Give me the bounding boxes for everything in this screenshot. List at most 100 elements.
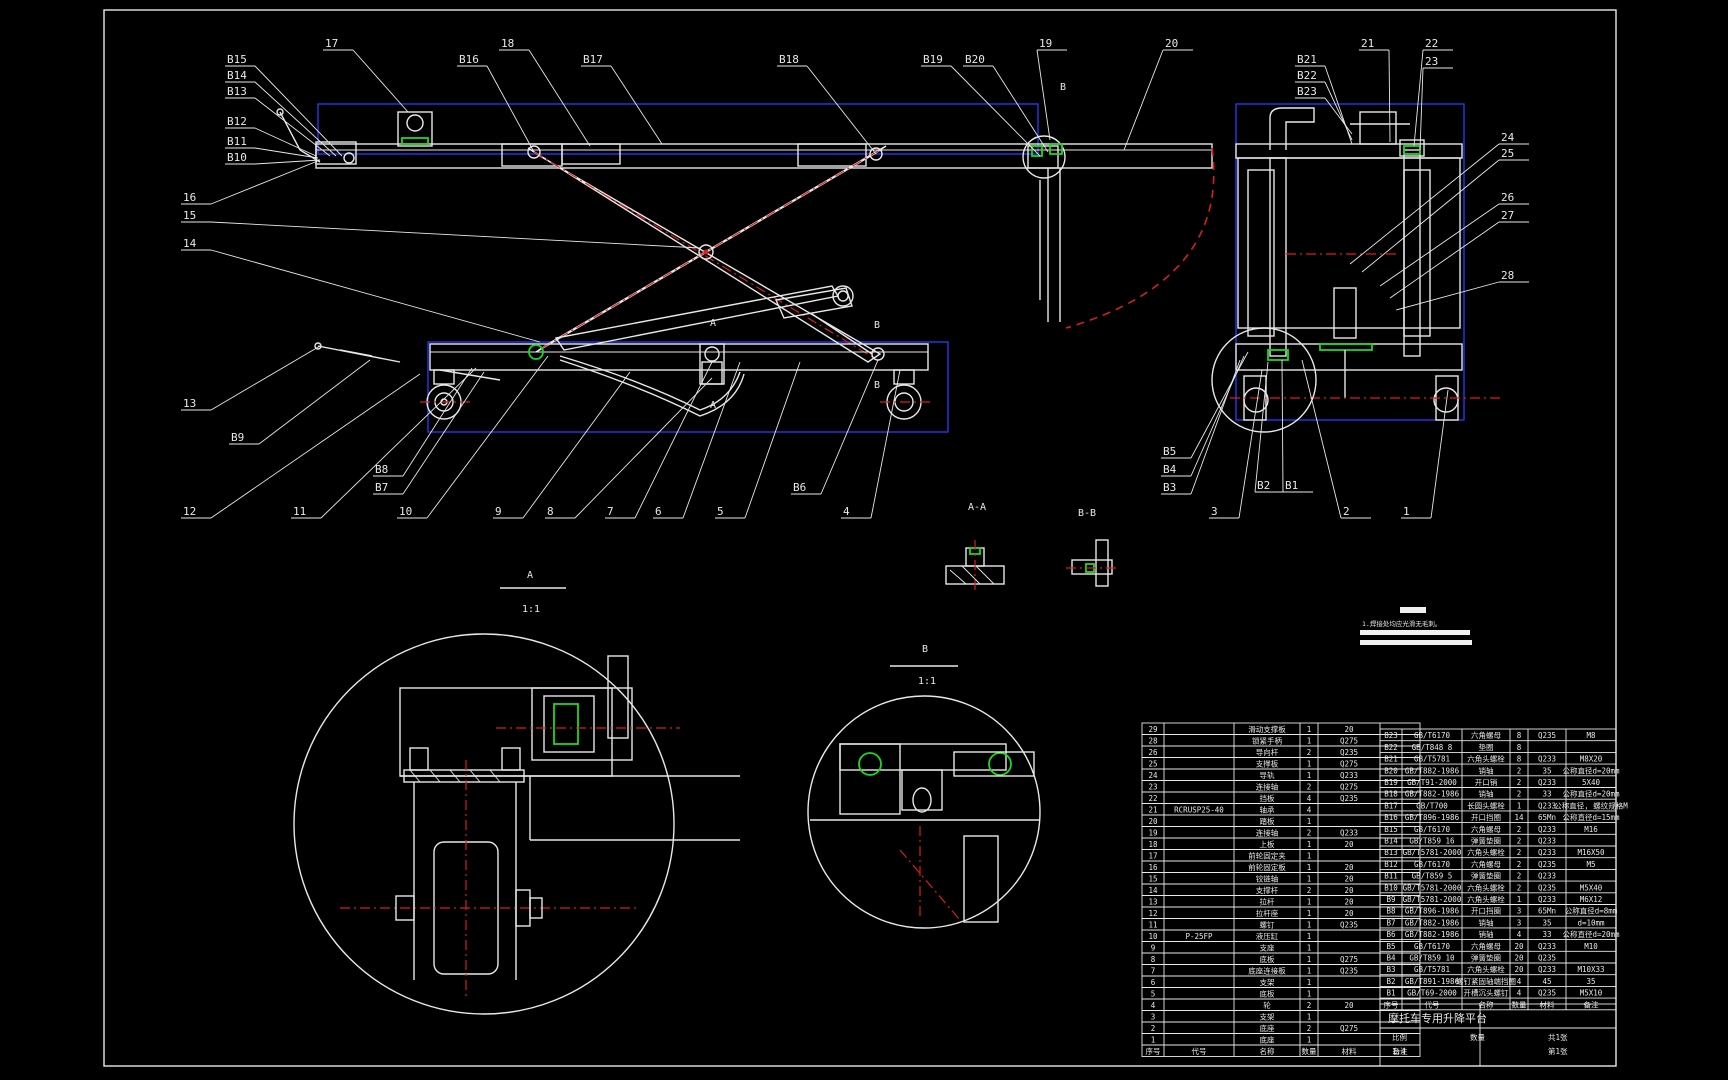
table-cell: M10: [1584, 942, 1598, 951]
notes-text: 1.焊接处均应光滑无毛刺。: [1362, 619, 1441, 628]
table-cell: 4: [1151, 1001, 1156, 1010]
table-cell: 六角螺母: [1471, 941, 1501, 951]
callout-1: 1: [1401, 389, 1449, 519]
table-cell: 六角头螺栓: [1467, 754, 1505, 764]
table-cell: 锁紧手柄: [1252, 736, 1282, 746]
table-cell: GB/T5781: [1414, 965, 1450, 974]
table-cell: 轴承: [1260, 805, 1276, 815]
table-cell: 代号: [1192, 1046, 1207, 1056]
table-cell: 4: [1517, 930, 1522, 939]
table-cell: 支撑杆: [1256, 885, 1279, 895]
table-cell: d=10mm: [1577, 918, 1605, 927]
table-cell: 20: [1514, 954, 1524, 963]
callout-label: 17: [325, 37, 338, 50]
table-cell: 底座连接板: [1248, 966, 1286, 976]
table-cell: GB/T5781-2000: [1403, 883, 1462, 892]
table-cell: B21: [1384, 755, 1398, 764]
callout-4: 4: [841, 369, 901, 519]
notes-block: 1.焊接处均应光滑无毛刺。: [1360, 607, 1472, 645]
table-cell: GB/T6170: [1414, 860, 1451, 869]
callout-b11: B11: [225, 135, 319, 159]
callout-label: 19: [1039, 37, 1052, 50]
callout-label: B8: [375, 463, 388, 476]
table-cell: GB/T6170: [1414, 825, 1451, 834]
table-cell: 开口挡圈: [1471, 812, 1501, 822]
table-cell: 六角头螺栓: [1467, 882, 1505, 892]
table-cell: 23: [1148, 783, 1157, 792]
table-cell: 5: [1151, 990, 1156, 999]
callout-label: 10: [399, 505, 412, 518]
section-bb-label: B-B: [1078, 508, 1096, 519]
table-cell: Q235: [1538, 883, 1556, 892]
table-cell: 8: [1151, 955, 1156, 964]
callout-label: 6: [655, 505, 662, 518]
table-cell: 33: [1542, 790, 1551, 799]
table-cell: 2: [1517, 837, 1522, 846]
table-cell: Q233: [1538, 801, 1556, 810]
table-cell: 踏板: [1260, 816, 1276, 826]
callout-8: 8: [545, 377, 713, 519]
table-cell: Q233: [1538, 872, 1556, 881]
table-cell: GB/T848 8: [1412, 743, 1453, 752]
callout-label: B23: [1297, 85, 1317, 98]
table-cell: Q233: [1538, 895, 1556, 904]
table-cell: 上板: [1260, 839, 1276, 849]
callout-label: B13: [227, 85, 247, 98]
table-cell: 20: [1344, 909, 1354, 918]
callout-b21: B21: [1295, 53, 1353, 145]
callout-b7: B7: [373, 371, 485, 495]
callout-label: B6: [793, 481, 806, 494]
table-cell: 1: [1307, 863, 1312, 872]
table-cell: 2: [1517, 848, 1522, 857]
callout-b23: B23: [1295, 85, 1353, 135]
table-cell: 1: [1307, 921, 1312, 930]
table-cell: 35: [1542, 766, 1551, 775]
table-cell: GB/T6170: [1414, 942, 1451, 951]
table-cell: Q233: [1340, 771, 1358, 780]
table-cell: Q235: [1340, 748, 1358, 757]
table-cell: 17: [1148, 852, 1157, 861]
table-cell: 销轴: [1479, 917, 1494, 927]
table-cell: Q235: [1538, 731, 1556, 740]
table-cell: Q275: [1340, 955, 1358, 964]
table-cell: M10X33: [1577, 965, 1604, 974]
table-cell: Q275: [1340, 783, 1358, 792]
table-cell: 1: [1307, 955, 1312, 964]
callout-17: 17: [323, 37, 409, 113]
table-cell: RCRUSP25-40: [1174, 806, 1224, 815]
table-cell: 26: [1148, 748, 1158, 757]
table-cell: 2: [1517, 778, 1522, 787]
table-cell: 8: [1517, 743, 1522, 752]
table-cell: 连接轴: [1256, 828, 1279, 838]
section-mark-b-top: B: [874, 320, 880, 331]
callout-label: 12: [183, 505, 196, 518]
table-cell: GB/T859 10: [1409, 954, 1455, 963]
table-cell: GB/T882-1986: [1405, 918, 1460, 927]
callout-label: B15: [227, 53, 247, 66]
detail-b-label: B: [922, 644, 928, 655]
callout-6: 6: [653, 361, 741, 519]
table-cell: Q275: [1340, 760, 1358, 769]
table-cell: 2: [1307, 783, 1312, 792]
table-cell: B22: [1384, 743, 1398, 752]
table-cell: Q235: [1340, 794, 1358, 803]
table-cell: M5X10: [1580, 989, 1603, 998]
table-cell: GB/T859 5: [1412, 872, 1453, 881]
callout-13: 13: [181, 345, 321, 411]
callout-label: B2: [1257, 479, 1270, 492]
table-cell: 2: [1307, 1024, 1312, 1033]
table-cell: 2: [1307, 829, 1312, 838]
